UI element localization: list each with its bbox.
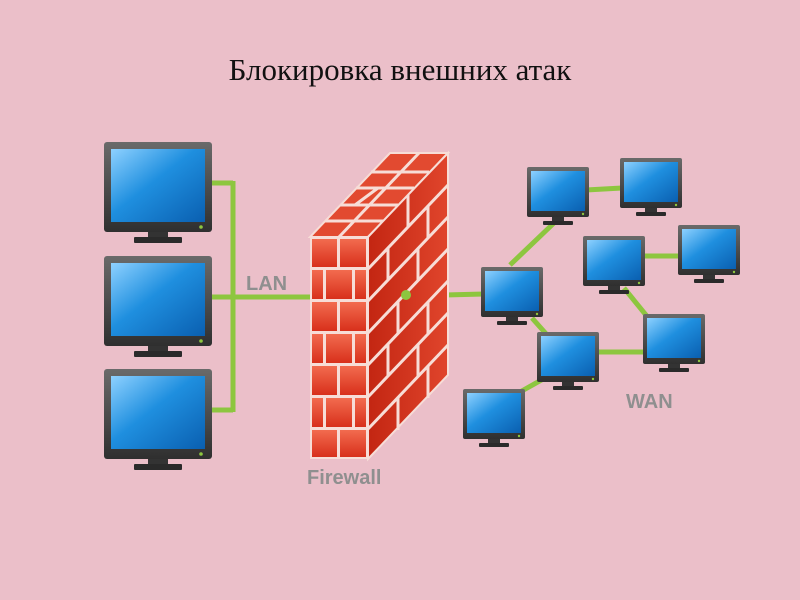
wan-computer-6 — [643, 314, 705, 372]
wan-computer-3 — [583, 236, 645, 294]
wan-computer-8 — [463, 389, 525, 447]
lan-label: LAN — [246, 273, 287, 295]
lan-computer-3 — [104, 369, 212, 470]
lan-computer-1 — [104, 142, 212, 243]
lan-links — [212, 180, 312, 413]
firewall-port-dot — [401, 290, 411, 300]
wan-computers — [463, 158, 740, 447]
firewall-wall — [307, 150, 451, 462]
wan-computer-1 — [527, 167, 589, 225]
slide-title: Блокировка внешних атак — [228, 52, 572, 87]
lan-computers — [104, 142, 212, 470]
wan-computer-4 — [678, 225, 740, 283]
wan-computer-7 — [537, 332, 599, 390]
wan-computer-2 — [620, 158, 682, 216]
wall-front — [310, 237, 368, 459]
wan-label: WAN — [626, 391, 673, 413]
wan-computer-5 — [481, 267, 543, 325]
lan-computer-2 — [104, 256, 212, 357]
firewall-label: Firewall — [307, 467, 381, 489]
